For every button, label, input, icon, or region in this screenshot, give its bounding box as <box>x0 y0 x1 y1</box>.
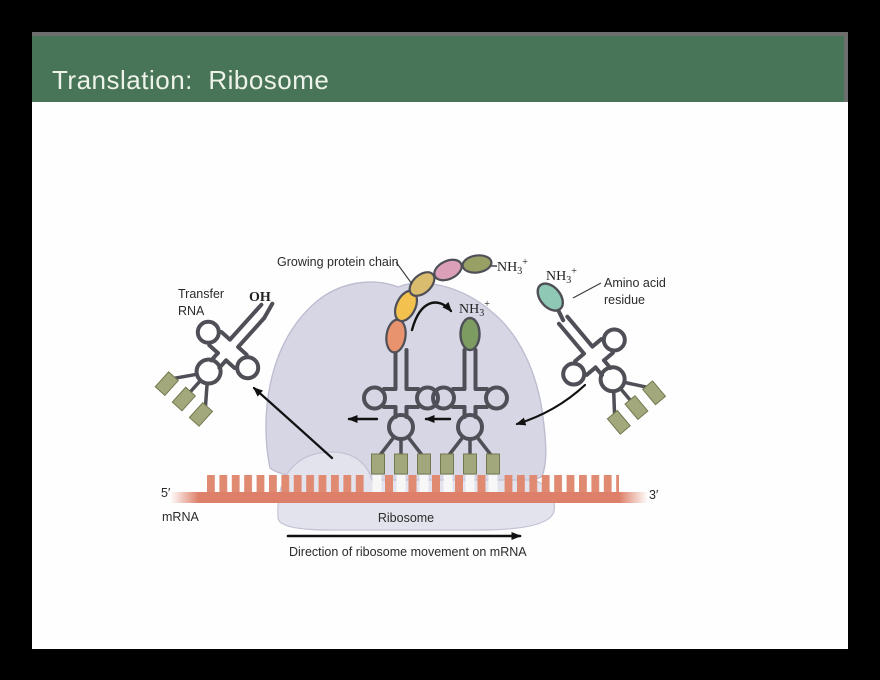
label-amino-acid-line2: residue <box>604 293 645 307</box>
label-nh3-chain-end: NH3+ <box>497 257 528 277</box>
label-oh: OH <box>249 290 271 305</box>
label-nh3-a-site: NH3+ <box>459 299 490 319</box>
label-five-prime: 5′ <box>161 486 171 500</box>
label-growing-protein-chain: Growing protein chain <box>277 255 399 269</box>
label-nh3-free: NH3+ <box>546 266 577 286</box>
slide-title-bar: Translation: Ribosome <box>32 32 848 102</box>
label-transfer-rna-line2: RNA <box>178 304 205 318</box>
mrna-codon-teeth <box>372 475 498 492</box>
growing-chain-pointer <box>395 261 413 285</box>
trna-exit-arrow <box>252 386 334 460</box>
mrna-teeth-left <box>205 475 367 492</box>
peptide-transfer-arrow <box>410 301 453 332</box>
bead-khaki <box>408 271 436 297</box>
bead-pink <box>433 258 463 282</box>
slide: Translation: Ribosome <box>32 32 848 649</box>
growing-protein-chain <box>385 254 497 354</box>
a-site-amino-acid-oval <box>459 316 481 352</box>
amino-acid-pointer <box>572 282 602 299</box>
trna-incoming-arrow <box>515 383 587 426</box>
label-mrna: mRNA <box>162 510 199 524</box>
label-amino-acid-line1: Amino acid <box>604 276 666 290</box>
mrna-backbone <box>170 492 648 503</box>
label-direction: Direction of ribosome movement on mRNA <box>289 545 527 559</box>
trna-incoming-right <box>532 282 674 442</box>
mrna-strand <box>170 475 648 503</box>
bead-olive <box>461 254 493 274</box>
mrna-teeth-right <box>501 475 619 492</box>
label-three-prime: 3′ <box>649 488 659 502</box>
arrows <box>252 261 602 540</box>
page-title: Translation: Ribosome <box>52 65 330 95</box>
label-ribosome: Ribosome <box>378 511 434 525</box>
label-transfer-rna-line1: Transfer <box>178 287 224 301</box>
trna-exiting-left <box>147 287 290 434</box>
amino-acid-residue-oval <box>536 282 565 312</box>
